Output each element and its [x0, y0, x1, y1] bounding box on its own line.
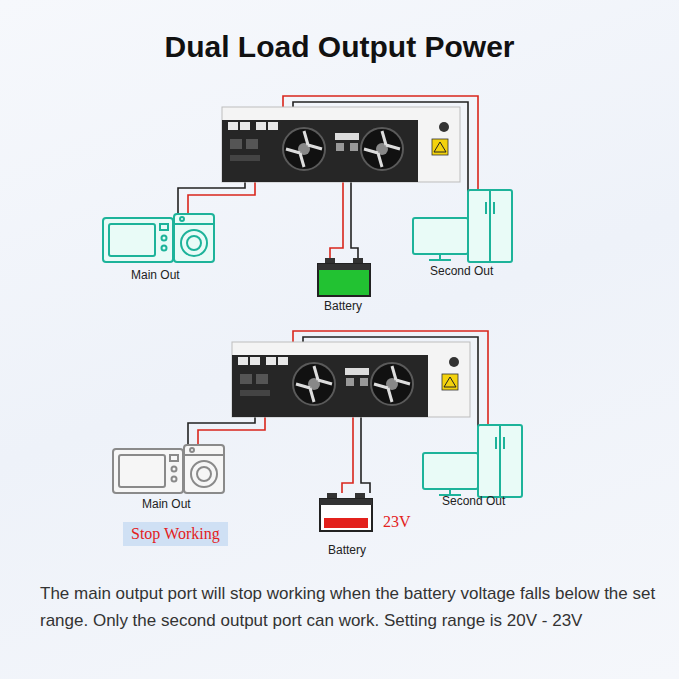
second-load-icons: [413, 190, 512, 262]
part-label: Main Out: [142, 497, 191, 511]
battery-full: [318, 258, 370, 296]
inverter: [232, 342, 470, 417]
part-label: Main Out: [131, 268, 180, 282]
title: Dual Load Output Power: [0, 30, 679, 64]
battery-low: [320, 493, 372, 531]
part-label: Second Out: [430, 264, 493, 278]
part-label: Battery: [324, 299, 362, 313]
main-load-icons-off: [113, 445, 224, 493]
part-label: Second Out: [442, 494, 505, 508]
part-label: Battery: [328, 543, 366, 557]
second-load-icons: [423, 425, 522, 497]
status-text: Stop Working: [131, 525, 220, 543]
voltage-label: 23V: [383, 513, 411, 531]
inverter: [222, 107, 460, 182]
main-load-icons: [103, 214, 214, 262]
status-tag: Stop Working: [123, 522, 228, 546]
caption: The main output port will stop working w…: [40, 580, 665, 634]
